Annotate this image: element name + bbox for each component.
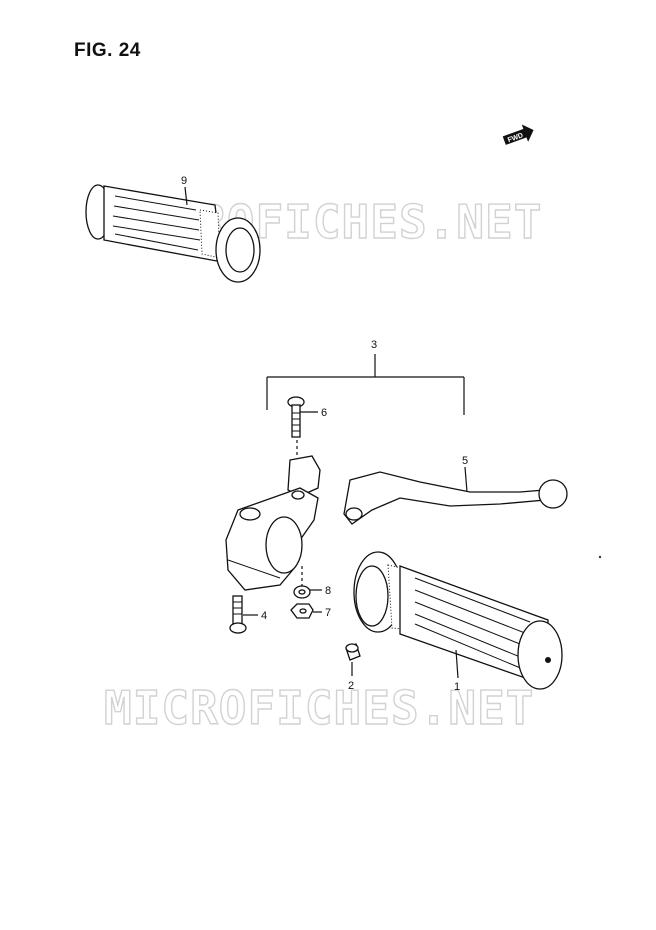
callout-5: 5 xyxy=(462,455,468,467)
callout-8: 8 xyxy=(325,585,331,597)
callout-4: 4 xyxy=(261,610,267,622)
lever-holder-clamp xyxy=(225,455,321,591)
callout-6: 6 xyxy=(321,407,327,419)
clutch-lever-part-5 xyxy=(343,471,568,525)
callout-1: 1 xyxy=(454,681,460,693)
leader-9 xyxy=(184,186,188,206)
leader-5 xyxy=(464,466,468,493)
callout-2: 2 xyxy=(348,680,354,692)
callout-7: 7 xyxy=(325,607,331,619)
grip-right-part-1 xyxy=(353,551,563,690)
callout-3: 3 xyxy=(371,339,377,351)
bolt-part-4 xyxy=(229,595,247,634)
leader-1 xyxy=(455,649,459,679)
nut-part-7 xyxy=(290,603,314,619)
speck xyxy=(598,555,602,559)
watermark-bottom: MICROFICHES.NET xyxy=(104,681,534,735)
screw-part-6 xyxy=(287,396,305,438)
fwd-label: FWD xyxy=(507,132,524,144)
callout-9: 9 xyxy=(181,175,187,187)
bracket-3 xyxy=(266,354,465,415)
figure-title: FIG. 24 xyxy=(74,40,141,61)
grip-left-part-9 xyxy=(85,184,261,283)
cap-part-2 xyxy=(345,643,361,661)
washer-part-8 xyxy=(293,585,311,599)
fwd-arrow-icon: FWD xyxy=(502,124,534,145)
